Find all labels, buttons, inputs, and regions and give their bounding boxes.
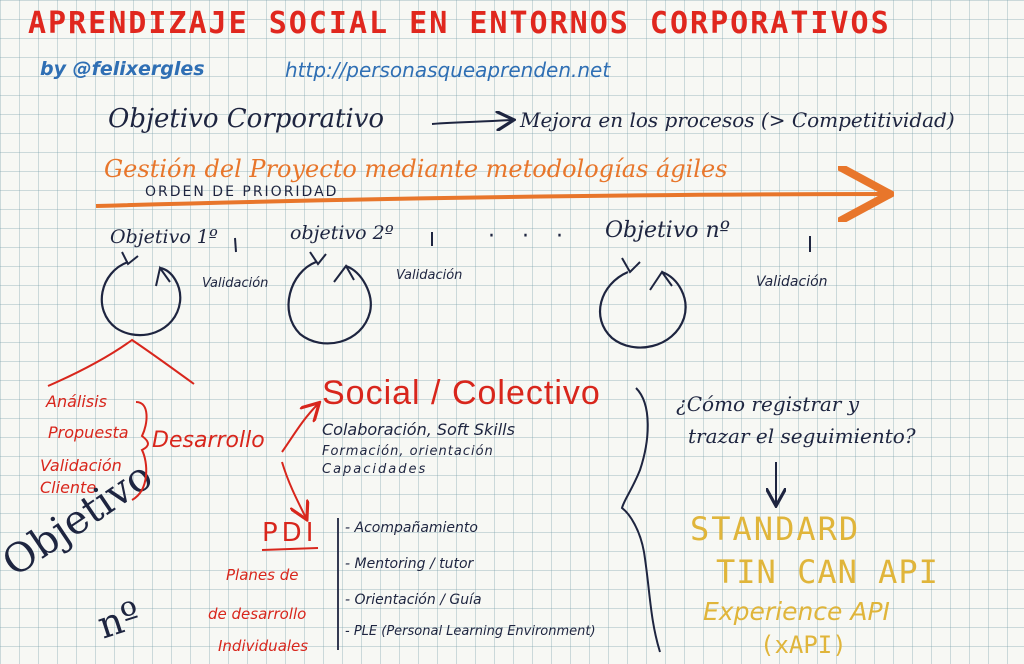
- pdi-acronym: PDI: [262, 518, 318, 548]
- pdi-expansion-1: Planes de: [226, 566, 299, 584]
- standard-line-3: Experience API: [703, 597, 890, 626]
- objective-n: Objetivo nº: [605, 218, 731, 243]
- step-validation: Validación: [40, 456, 122, 475]
- standard-line-1: STANDARD: [690, 510, 861, 548]
- arrow-to-pdi: [281, 461, 306, 518]
- validation-1: Validación: [202, 276, 269, 291]
- iteration-cycle-1: [100, 260, 182, 337]
- social-line-3: Capacidades: [322, 462, 428, 477]
- iteration-cycle-2: [287, 260, 372, 345]
- standard-line-2: TIN CAN API: [716, 553, 939, 591]
- social-collective: Social / Colectivo: [322, 374, 601, 412]
- arrow-to-social: [281, 404, 318, 453]
- priority-arrow: [95, 194, 886, 206]
- development-label: Desarrollo: [152, 428, 265, 453]
- pdi-item-4: - PLE (Personal Learning Environment): [345, 624, 596, 639]
- priority-order: ORDEN DE PRIORIDAD: [145, 184, 339, 200]
- large-brace: [620, 387, 661, 653]
- page-title: APRENDIZAJE SOCIAL EN ENTORNOS CORPORATI…: [28, 6, 891, 41]
- pdi-item-2: - Mentoring / tutor: [345, 556, 474, 572]
- tracking-question-2: trazar el seguimiento?: [688, 424, 916, 448]
- tracking-question-1: ¿Cómo registrar y: [676, 392, 860, 416]
- standard-line-4: (xAPI): [760, 631, 847, 659]
- step-analysis: Análisis: [46, 392, 107, 411]
- website-url: http://personasqueaprenden.net: [285, 58, 611, 82]
- steps-brace: [131, 401, 149, 501]
- step-client: Cliente: [40, 478, 97, 497]
- development-caret: [47, 338, 195, 387]
- objective-arrow: [431, 120, 512, 124]
- agile-management: Gestión del Proyecto mediante metodologí…: [104, 155, 728, 183]
- pdi-item-3: - Orientación / Guía: [345, 592, 482, 608]
- pdi-expansion-3: Individuales: [218, 637, 309, 655]
- corporate-objective: Objetivo Corporativo: [108, 104, 385, 134]
- objective-1: Objetivo 1º: [110, 226, 218, 248]
- pdi-expansion-2: de desarrollo: [208, 605, 307, 623]
- pdi-item-1: - Acompañamiento: [345, 520, 478, 536]
- process-improvement: Mejora en los procesos (> Competitividad…: [520, 108, 955, 132]
- ellipsis: · · ·: [488, 224, 573, 249]
- iteration-cycle-n: [598, 270, 687, 349]
- social-line-2: Formación, orientación: [322, 444, 494, 459]
- validation-2: Validación: [396, 268, 463, 283]
- validation-n: Validación: [756, 274, 828, 290]
- byline: by @felixergles: [40, 58, 205, 80]
- step-proposal: Propuesta: [48, 423, 129, 442]
- objective-2: objetivo 2º: [290, 222, 394, 244]
- social-line-1: Colaboración, Soft Skills: [322, 420, 515, 439]
